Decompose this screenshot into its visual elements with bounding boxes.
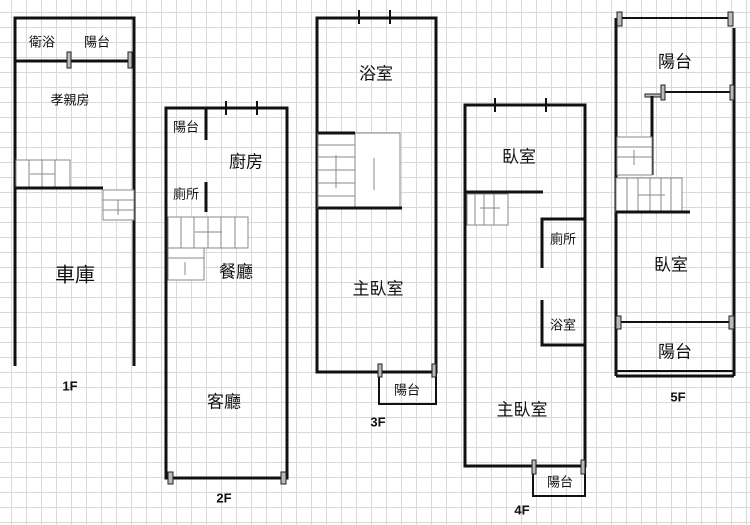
room-label: 臥室 — [654, 255, 688, 276]
floor-label-3f: 3F — [370, 414, 386, 430]
room-label: 臥室 — [502, 147, 536, 168]
floor-3f-walls — [315, 10, 438, 405]
floor-4f-walls — [463, 98, 587, 497]
room-label: 主臥室 — [352, 279, 404, 300]
room-label: 客廳 — [207, 392, 241, 413]
room-label: 陽台 — [83, 35, 111, 51]
room-label: 陽台 — [658, 342, 692, 363]
floor-label-5f: 5F — [670, 389, 686, 405]
floor-label-2f: 2F — [216, 490, 232, 506]
floor-label-4f: 4F — [514, 502, 530, 518]
floor-label-1f: 1F — [62, 378, 78, 394]
room-label: 浴室 — [359, 64, 393, 85]
room-label: 孝親房 — [50, 93, 90, 109]
room-label: 陽台 — [172, 120, 200, 136]
room-label: 主臥室 — [496, 400, 548, 421]
room-label: 餐廳 — [219, 262, 253, 283]
room-label: 廁所 — [549, 232, 577, 248]
room-label: 廚房 — [229, 152, 263, 173]
room-label: 陽台 — [546, 475, 574, 491]
room-label: 衛浴 — [28, 35, 56, 51]
floor-5f-walls — [614, 11, 736, 378]
stairs — [466, 193, 509, 226]
room-label: 車庫 — [55, 262, 95, 287]
room-label: 浴室 — [549, 318, 577, 334]
stairs — [167, 247, 205, 281]
stairs — [616, 136, 653, 176]
floor-2f-walls — [164, 101, 289, 485]
room-label: 廁所 — [172, 187, 200, 203]
floor-1f-walls — [13, 16, 136, 366]
room-label: 陽台 — [658, 52, 692, 73]
room-label: 陽台 — [393, 383, 421, 399]
